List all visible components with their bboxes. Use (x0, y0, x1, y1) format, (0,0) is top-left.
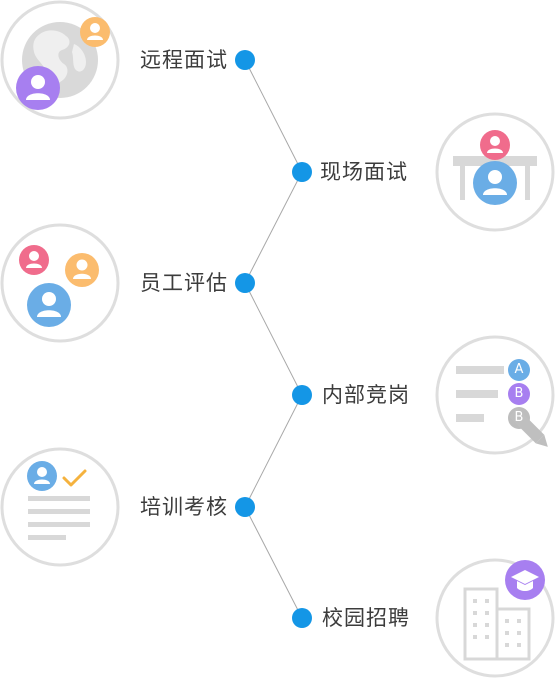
flow-node-1 (235, 50, 255, 70)
quiz-option-b: B (514, 386, 524, 401)
flow-node-4 (292, 385, 312, 405)
flow-connector-line (244, 59, 303, 619)
flow-node-3 (235, 273, 255, 293)
quiz-answer-sheet-icon (435, 335, 555, 455)
globe-users-icon (0, 0, 120, 120)
step-label-remote-interview: 远程面试 (140, 48, 228, 72)
step-label-training-assessment: 培训考核 (140, 495, 228, 519)
quiz-option-a: A (514, 362, 524, 377)
team-evaluation-icon (0, 223, 120, 343)
flow-node-2 (292, 162, 312, 182)
step-label-employee-evaluation: 员工评估 (140, 271, 228, 295)
step-label-onsite-interview: 现场面试 (320, 160, 408, 184)
flow-node-6 (292, 608, 312, 628)
desk-interview-icon (435, 112, 555, 232)
step-label-internal-competition: 内部竞岗 (322, 383, 410, 407)
flow-node-5 (235, 497, 255, 517)
training-checklist-icon (0, 447, 120, 567)
quiz-option-b2: B (514, 410, 524, 425)
step-label-campus-recruitment: 校园招聘 (322, 606, 410, 630)
campus-building-icon (435, 558, 555, 678)
